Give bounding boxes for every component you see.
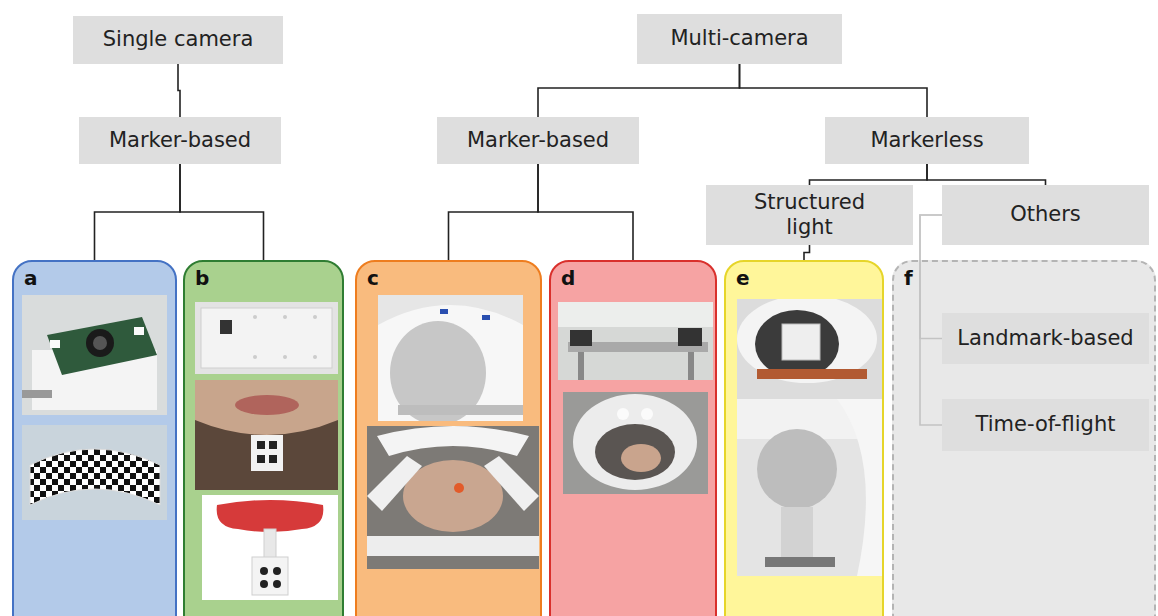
tree-connector: [449, 164, 539, 260]
method-panel: d: [549, 260, 717, 616]
scanner-face-photo: [563, 392, 708, 494]
tree-connector: [927, 164, 1046, 185]
tree-connector: [95, 164, 181, 260]
mouthpiece-photo: [202, 495, 338, 600]
marker-box-photo: [195, 302, 338, 374]
tree-connector: [538, 164, 633, 260]
panel-letter: d: [561, 266, 575, 290]
tree-connector: [538, 64, 740, 117]
box-label: Markerless: [870, 128, 983, 153]
panel-letter: e: [736, 266, 750, 290]
category-box: Time-of-flight: [942, 399, 1149, 451]
box-label: Time-of-flight: [976, 412, 1116, 437]
panel-letter: b: [195, 266, 209, 290]
box-label: Others: [1010, 202, 1081, 227]
tree-connector: [740, 64, 928, 117]
method-panel: a: [12, 260, 177, 616]
others-panel: fLandmark-basedTime-of-flight: [892, 260, 1156, 616]
category-box: Marker-based: [79, 117, 281, 164]
category-box: Single camera: [73, 16, 283, 64]
panel-letter: c: [367, 266, 379, 290]
camera-rig-photo: [558, 302, 713, 380]
category-box: Multi-camera: [637, 14, 842, 64]
structured-light-photo: [737, 299, 882, 399]
box-label: Landmark-based: [957, 326, 1133, 351]
tree-connector: [810, 164, 928, 185]
category-box: Structured light: [706, 185, 913, 245]
panel-letter: f: [904, 266, 913, 290]
tree-connector: [180, 164, 264, 260]
face-marker-photo: [195, 380, 338, 490]
scanner-bore-photo: [378, 295, 523, 421]
phantom-photo: [737, 399, 882, 576]
method-panel: e: [724, 260, 884, 616]
head-coil-photo: [367, 426, 539, 569]
checkerboard-photo: [22, 425, 167, 520]
category-box: Others: [942, 185, 1149, 245]
panel-letter: a: [24, 266, 38, 290]
box-label: Single camera: [103, 27, 254, 52]
box-label: Marker-based: [467, 128, 609, 153]
box-label: Structured light: [740, 190, 880, 240]
category-box: Marker-based: [437, 117, 639, 164]
method-panel: b: [183, 260, 344, 616]
tree-connector: [804, 245, 810, 260]
camera-photo: [22, 295, 167, 415]
category-box: Markerless: [825, 117, 1029, 164]
category-box: Landmark-based: [942, 313, 1149, 364]
box-label: Marker-based: [109, 128, 251, 153]
method-panel: c: [355, 260, 542, 616]
tree-connector: [178, 64, 180, 117]
box-label: Multi-camera: [670, 26, 808, 51]
